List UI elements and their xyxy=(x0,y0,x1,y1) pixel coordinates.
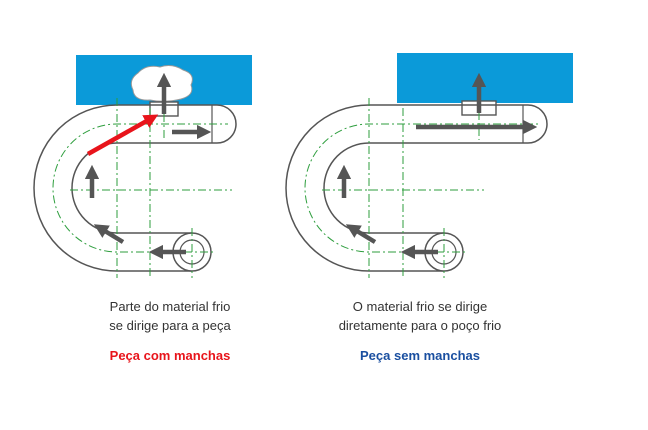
left-caption-line2: se dirige para a peça xyxy=(109,318,231,333)
right-verdict-label: Peça sem manchas xyxy=(360,348,480,363)
left-caption: Parte do material frio se dirige para a … xyxy=(60,297,280,335)
right-flow-arrows xyxy=(336,72,538,260)
right-arrow-bend-lower xyxy=(345,224,377,244)
left-cold-material-arrow xyxy=(86,114,159,156)
right-part-block xyxy=(397,53,573,103)
right-runner-outline xyxy=(285,104,548,272)
left-panel-diagram xyxy=(33,55,252,278)
right-centerlines xyxy=(304,96,540,278)
left-caption-line1: Parte do material frio xyxy=(109,299,231,314)
right-caption-line1: O material frio se dirige xyxy=(352,299,488,314)
left-verdict-label: Peça com manchas xyxy=(109,348,231,363)
right-caption-line2: diretamente para o poço frio xyxy=(338,318,502,333)
left-arrow-bend-lower xyxy=(93,224,125,244)
right-caption: O material frio se dirige diretamente pa… xyxy=(310,297,530,335)
left-flow-arrows xyxy=(84,72,212,260)
right-panel-diagram xyxy=(285,53,573,278)
